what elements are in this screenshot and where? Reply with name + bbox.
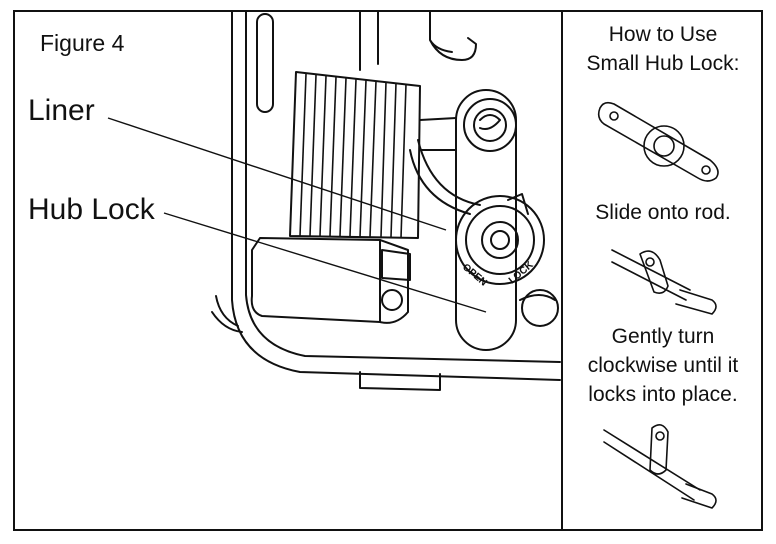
hub-lock-leader-line [163, 212, 487, 313]
rod-end [521, 289, 559, 327]
liner-stripes [299, 73, 407, 239]
instructions-title-line2: Small Hub Lock: [586, 52, 740, 75]
top-hook [429, 11, 477, 61]
hub-lock-center [481, 221, 519, 259]
knob-inner [473, 108, 507, 142]
hub-open-marking: OPEN [460, 262, 489, 289]
frame-slot [256, 13, 274, 113]
hub-lock-callout: Hub Lock [28, 193, 155, 226]
upper-bracket [359, 11, 379, 71]
liner-callout: Liner [28, 94, 95, 127]
liner-leader-line [107, 117, 447, 231]
hub-lock-part-thumb [597, 101, 719, 182]
hub-lock-ring [455, 195, 545, 285]
turn-clockwise-thumb [603, 424, 717, 509]
instruction-step-2-line1: Gently turn [611, 325, 715, 348]
panel-divider [561, 10, 563, 531]
figure-frame [13, 10, 763, 531]
liner-clip [381, 249, 411, 281]
knob-outer [463, 98, 517, 152]
base-foot [359, 371, 441, 391]
lever [211, 295, 243, 333]
frame-plate-edge [231, 11, 561, 381]
instruction-step-2-line2: clockwise until it [587, 354, 739, 377]
frame-plate-inner [245, 11, 561, 363]
hub-arm [455, 89, 517, 351]
liner-strip [409, 139, 481, 215]
instruction-step-2-line3: locks into place. [588, 383, 738, 406]
instruction-step-1: Slide onto rod. [595, 201, 731, 224]
figure-label: Figure 4 [40, 30, 125, 56]
instructions-title: How to Use Small Hub Lock: [563, 20, 763, 78]
slide-onto-rod-thumb [611, 249, 717, 315]
liner-roll [289, 71, 421, 239]
instruction-step-2: Gently turn clockwise until it locks int… [563, 322, 763, 409]
instructions-title-line1: How to Use [608, 23, 718, 46]
spindle-hole [381, 289, 403, 311]
